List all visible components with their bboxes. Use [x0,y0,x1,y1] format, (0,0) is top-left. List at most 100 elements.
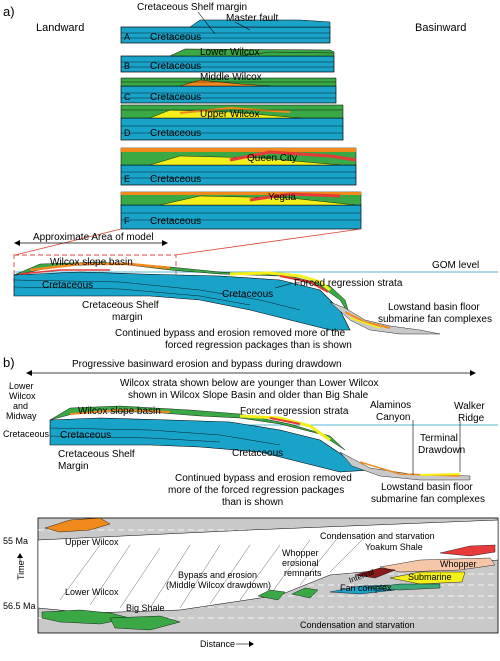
erosional-1: Whopper [282,548,319,558]
erosional-2: erosional [282,558,319,568]
stage-f-unit: Yegua [268,192,296,203]
panel-a-label: a) [3,4,15,19]
lower-wilcox-label: Lower Wilcox [65,587,119,597]
stage-d-unit: Upper Wilcox [200,109,259,120]
condensation-top: Condensation and starvation [320,531,435,541]
bypass-b-1: Continued bypass and erosion removed [175,473,352,484]
stage-e-cretaceous: Cretaceous [150,174,201,185]
section-b-model [49,405,498,481]
red-body [439,544,496,557]
bypass-a-1: Continued bypass and erosion removed mor… [115,328,346,339]
stage-b-letter-b: B [124,61,130,71]
gom-level-label: GOM level [432,260,479,271]
fan-complex-label: Fan complex [340,583,392,593]
erosional-3: remnants [284,568,322,578]
walker-1: Walker [454,401,485,412]
stage-e-section [120,147,357,186]
remnant-2 [291,587,319,599]
bypass-a-2: forced regression packages than is shown [165,340,352,351]
stage-a-cretaceous: Cretaceous [150,32,201,43]
left-label-1: Lower [9,381,34,391]
upper-wilcox-label: Upper Wilcox [65,537,119,547]
stage-c-unit: Middle Wilcox [200,72,262,83]
bypass-b-2: more of the forced regression packages [168,485,344,496]
age-bottom: 56.5 Ma [3,601,36,611]
progressive-label: Progressive basinward erosion and bypass… [72,359,342,370]
stage-c-cretaceous: Cretaceous [150,92,201,103]
stage-a-section [120,11,331,44]
basinward-label: Basinward [415,22,466,34]
big-shale-body [109,615,181,631]
landward-label: Landward [36,22,84,34]
left-cretaceous: Cretaceous [3,429,50,439]
submarine-label: Submarine [408,572,452,582]
submarine-body [389,571,466,585]
stage-d-letter: D [124,128,131,138]
age-top: 55 Ma [3,536,28,546]
stage-d-section [120,104,344,141]
stage-b-unit: Lower Wilcox [200,47,259,58]
condensation-bottom: Condensation and starvation [300,620,415,630]
left-label-3: and [13,401,28,411]
section-a-model [13,261,441,335]
distance-axis-label: Distance [200,639,235,649]
model-area-label: Approximate Area of model [33,232,154,243]
section-b-cretaceous-1: Cretaceous [60,430,111,441]
teal-strip [364,583,441,591]
left-label-2: Wilcox [9,391,36,401]
stage-c-section [120,77,337,104]
forced-regression-label-a: Forced regression strata [294,278,403,289]
alaminos-2: Canyon [376,412,410,423]
terminal-1: Terminal [420,433,458,444]
shelf-margin-label: Cretaceous Shelf margin [137,2,247,13]
shelf-margin-a-1: Cretaceous Shelf [82,300,159,311]
terminal-2: Drawdown [418,445,465,456]
big-shale-label: Big Shale [126,603,165,613]
whopper-label: Whopper [440,559,477,569]
stage-f-cretaceous: Cretaceous [150,216,201,227]
stage-a-letter: A [124,32,130,42]
stage-c-letter: C [124,92,131,102]
alaminos-1: Alaminos [370,400,411,411]
younger-2: shown in Wilcox Slope Basin and older th… [128,390,369,401]
section-a-cretaceous-1: Cretaceous [42,280,93,291]
shelf-b-1: Cretaceous Shelf [58,449,135,460]
slope-basin-label-a: Wilcox slope basin [50,257,133,268]
stage-f-section [120,191,362,230]
hatch-lines [59,531,371,609]
lowstand-b-2: submarine fan complexes [371,494,485,505]
remnant-1 [257,589,286,601]
stage-d-cretaceous: Cretaceous [150,128,201,139]
stage-e-unit: Queen City [247,153,297,164]
bypass-wedge [37,519,499,614]
whopper-body [379,557,496,573]
lowstand-b-1: Lowstand basin floor [381,482,473,493]
stage-e-letter: E [124,174,130,184]
stage-f-letter: F [124,216,130,226]
time-axis-label: Time [16,560,26,580]
stage-b-cretaceous: Cretaceous [150,61,201,72]
upper-wilcox-body [44,517,111,533]
shelf-margin-a-2: margin [112,312,143,323]
slope-basin-label-b: Wilcox slope basin [78,406,161,417]
zoom-line-right [174,228,362,256]
master-fault-label: Master fault [226,13,278,24]
bypass-b-3: than is shown [222,497,283,508]
bypass-chart-1: Bypass and erosion [178,570,257,580]
dark-body [354,567,396,579]
forced-regression-label-b: Forced regression strata [240,406,349,417]
left-label-4: Midway [6,411,37,421]
yoakum-label: Yoakum Shale [365,542,423,552]
bypass-chart-2: (Middle Wilcox drawdown) [166,580,271,590]
panel-b-label: b) [3,355,15,370]
shelf-b-2: Margin [58,461,89,472]
section-a-cretaceous-2: Cretaceous [222,289,273,300]
lowstand-a-2: submarine fan complexes [378,314,492,325]
section-b-cretaceous-2: Cretaceous [232,448,283,459]
stage-b-section [120,48,335,73]
walker-2: Ridge [458,413,485,424]
zoom-line-left [14,228,122,256]
younger-1: Wilcox strata shown below are younger th… [120,378,378,389]
lowstand-a-1: Lowstand basin floor [388,302,480,313]
